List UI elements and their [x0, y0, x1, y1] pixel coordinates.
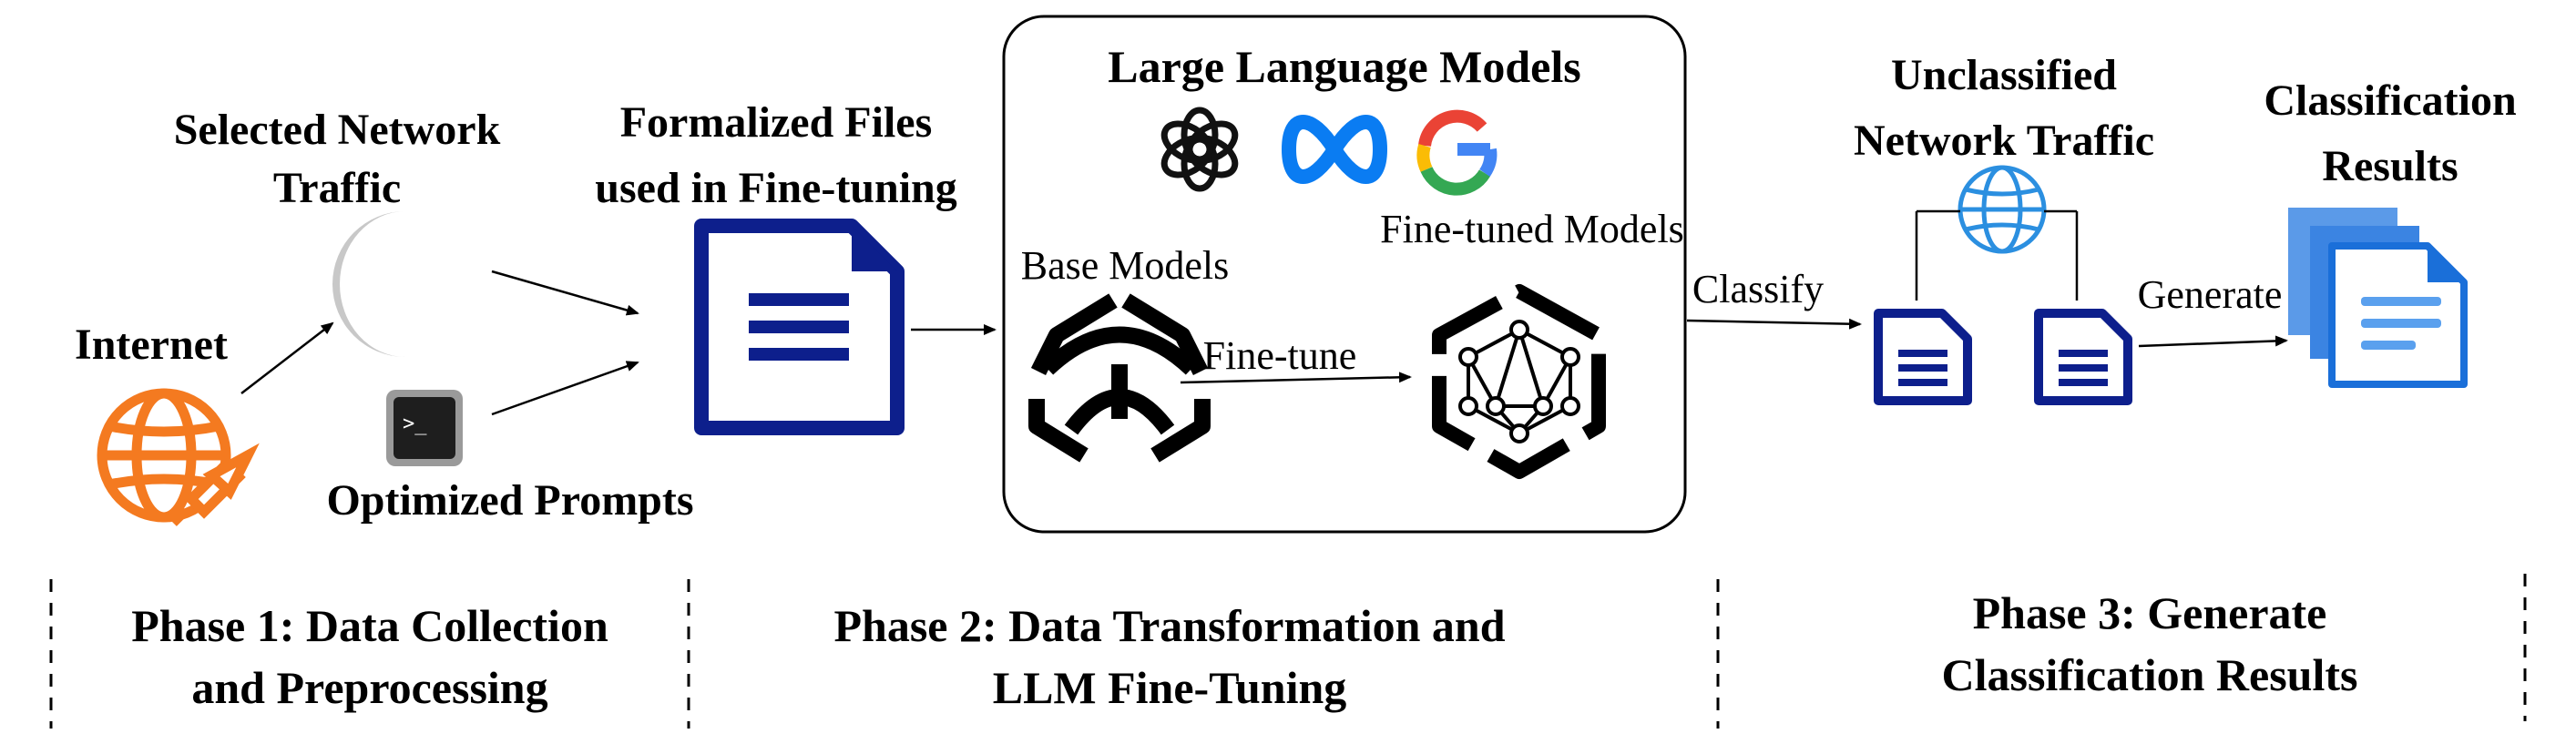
arrow-classify	[1686, 318, 1862, 330]
formalized-document-icon	[694, 219, 905, 435]
classification-results-documents-icon	[2288, 208, 2468, 388]
internet-globe-icon	[97, 388, 260, 526]
fine-tuned-models-label: Fine-tuned Models	[1380, 207, 1684, 251]
arrow-traffic-to-files	[491, 270, 639, 316]
optimized-prompts-label: Optimized Prompts	[326, 476, 693, 525]
phase-dividers	[49, 574, 2527, 729]
network-traffic-crescent-icon	[332, 211, 405, 357]
arrow-fine-tune	[1180, 372, 1412, 384]
openai-icon	[1160, 107, 1239, 192]
arrow-prompts-to-files	[491, 361, 639, 416]
phase-1-title-line2: and Preprocessing	[191, 662, 547, 713]
arrow-generate	[2138, 335, 2288, 348]
network-globe-icon	[1958, 165, 2047, 254]
phase-3-title-line2: Classification Results	[1942, 649, 2358, 700]
results-label-line1: Classification	[2264, 76, 2516, 125]
generate-label: Generate	[2138, 272, 2283, 317]
selected-traffic-label-line1: Selected Network	[174, 106, 501, 154]
llm-title: Large Language Models	[1108, 41, 1580, 92]
llm-box	[1002, 15, 1687, 534]
selected-traffic-label-line2: Traffic	[273, 164, 401, 212]
meta-icon	[1282, 115, 1387, 184]
results-label-line2: Results	[2322, 142, 2458, 190]
phase-2-title-line1: Phase 2: Data Transformation and	[833, 600, 1505, 651]
google-icon	[1416, 109, 1498, 196]
formalized-files-label-line1: Formalized Files	[620, 98, 933, 147]
fine-tune-label: Fine-tune	[1203, 333, 1357, 378]
unclassified-document-icon-1	[1874, 309, 1972, 405]
unclassified-label-line1: Unclassified	[1891, 51, 2117, 99]
arrow-internet-to-traffic	[240, 321, 334, 394]
internet-label: Internet	[75, 321, 228, 369]
base-model-cube-icon	[1028, 293, 1211, 463]
unclassified-document-icon-2	[2034, 309, 2132, 405]
phase-2-title-line2: LLM Fine-Tuning	[993, 662, 1347, 713]
terminal-icon: >_	[386, 390, 463, 466]
terminal-prompt-glyph: >_	[403, 413, 427, 435]
unclassified-label-line2: Network Traffic	[1854, 117, 2154, 165]
classify-label: Classify	[1692, 267, 1824, 311]
fine-tuned-network-icon	[1432, 284, 1606, 479]
phase-3-title-line1: Phase 3: Generate	[1973, 587, 2327, 638]
tree-connector	[1915, 209, 2079, 301]
phase-1-title-line1: Phase 1: Data Collection	[131, 600, 608, 651]
base-models-label: Base Models	[1021, 243, 1230, 288]
formalized-files-label-line2: used in Fine-tuning	[595, 164, 956, 212]
